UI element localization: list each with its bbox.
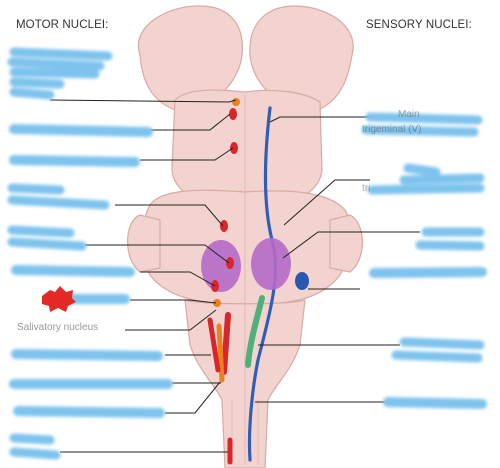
vestibular-nucleus-left [201, 240, 241, 292]
trigeminal-fragment: trigeminal (V) [362, 124, 422, 135]
solitary-nucleus [245, 295, 265, 368]
right-peduncle [329, 214, 363, 273]
abducens-nucleus [226, 257, 234, 269]
trigeminal-short-fragment: tri [362, 183, 371, 194]
hypoglossal-nucleus [207, 317, 221, 373]
red-splat-mark [42, 286, 76, 312]
midbrain [171, 89, 323, 206]
motor-leader-lines [49, 99, 237, 453]
nucleus-ambiguus [216, 323, 225, 383]
main-trigeminal-fragment: Main [398, 109, 420, 120]
sensory-leader-lines [255, 116, 420, 403]
salivatory-nucleus [213, 299, 221, 307]
left-label-covers [7, 47, 173, 460]
trigeminal-motor-nucleus [220, 220, 228, 232]
dorsal-vagal-nucleus [221, 312, 231, 375]
cochlear-nucleus [295, 272, 309, 290]
pons [141, 189, 352, 306]
spinal-trigeminal-nucleus [247, 106, 278, 462]
trochlear-nucleus [230, 142, 238, 154]
left-hemisphere [137, 5, 243, 111]
oculomotor-accessory-nucleus [232, 98, 240, 106]
left-peduncle [127, 214, 161, 273]
oculomotor-nucleus [229, 108, 237, 120]
right-label-covers [361, 112, 487, 409]
salivatory-label-fragment: Salivatory nucleus [17, 322, 99, 333]
motor-nuclei-heading: MOTOR NUCLEI: [16, 19, 109, 31]
sensory-nuclei-heading: SENSORY NUCLEI: [366, 19, 472, 31]
vestibular-nucleus-right [251, 238, 291, 290]
